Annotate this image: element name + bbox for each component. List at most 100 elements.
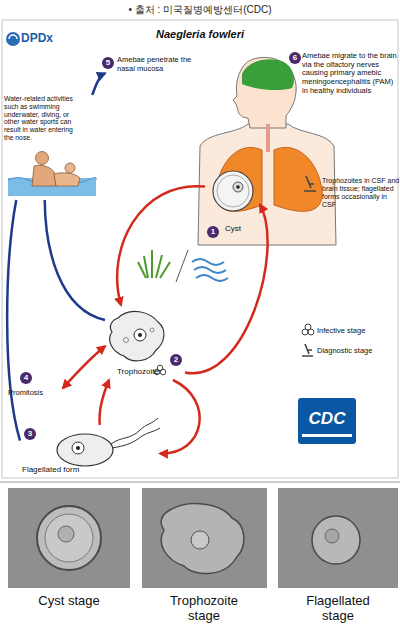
stage-node: Promitosis bbox=[8, 388, 63, 402]
cyst-drawing bbox=[217, 175, 249, 207]
cycle-arrow bbox=[63, 346, 105, 388]
trophozoite-drawing bbox=[110, 311, 164, 360]
node-text: Cyst stage bbox=[34, 594, 104, 609]
node-text: Trophozoite stage bbox=[159, 594, 249, 624]
swimmer-illustration bbox=[65, 163, 75, 173]
divider-line bbox=[0, 482, 400, 483]
trachea bbox=[266, 124, 270, 152]
cycle-arrow bbox=[45, 200, 105, 320]
swimmer-illustration bbox=[54, 173, 80, 186]
flagellated-drawing bbox=[57, 418, 160, 466]
node-text: Water-related activities such as swimmin… bbox=[4, 95, 80, 142]
cycle-arrow bbox=[185, 205, 268, 374]
trophozoite-drawing bbox=[110, 311, 164, 360]
swimmer-illustration bbox=[36, 152, 49, 165]
microscope-icon bbox=[304, 176, 316, 191]
callout-number: 2 bbox=[170, 354, 182, 366]
flagellated-drawing bbox=[112, 428, 160, 448]
node-text: Cyst bbox=[225, 224, 260, 233]
legend-biohazard-icon bbox=[308, 329, 314, 335]
cdc-logo bbox=[298, 398, 356, 444]
cyst-photo bbox=[37, 506, 101, 570]
trophozoite-drawing bbox=[134, 329, 146, 341]
callout-number: 4 bbox=[20, 372, 32, 384]
trophozoite-drawing bbox=[150, 328, 154, 332]
cycle-arrow bbox=[92, 73, 105, 95]
photo-panel: Trophozoite stage bbox=[142, 488, 267, 628]
flagellated-drawing bbox=[111, 418, 158, 444]
flagellated-photo bbox=[312, 516, 360, 564]
cyst-photo bbox=[58, 526, 74, 542]
logo-text: CDC bbox=[298, 409, 356, 429]
trophozoite-drawing bbox=[124, 338, 129, 343]
cdc-logo bbox=[298, 398, 356, 444]
swimmer-illustration bbox=[32, 165, 56, 186]
legend-microscope-icon bbox=[302, 344, 313, 356]
human-figure bbox=[198, 124, 336, 245]
cyst-photo bbox=[8, 488, 130, 588]
photo-panel: Flagellated stage bbox=[278, 488, 398, 628]
stage-node: Trophozoite bbox=[105, 305, 185, 380]
cycle-arrow bbox=[7, 200, 20, 441]
node-text: Flagellated form bbox=[22, 465, 112, 474]
legend-biohazard-icon bbox=[302, 324, 314, 335]
dpdx-logo-icon bbox=[6, 32, 20, 46]
lung bbox=[274, 147, 322, 211]
dpdx-logo-icon bbox=[6, 32, 20, 46]
trophozoite-photo bbox=[142, 488, 267, 588]
flagellated-drawing bbox=[72, 442, 84, 454]
cyst-drawing bbox=[236, 185, 240, 189]
callout-number: 3 bbox=[24, 428, 36, 440]
cyst-drawing bbox=[213, 171, 253, 211]
flagellated-drawing bbox=[76, 446, 80, 450]
legend-text: Infective stage bbox=[317, 327, 365, 336]
photo-panel: Cyst stage bbox=[8, 488, 130, 628]
stage-node: Flagellated form bbox=[20, 425, 160, 477]
cyst-drawing bbox=[233, 182, 243, 192]
cdc-logo bbox=[302, 434, 352, 437]
trophozoite-drawing bbox=[138, 333, 142, 337]
node-text: Promitosis bbox=[8, 389, 63, 398]
cycle-arrow bbox=[99, 380, 109, 425]
cycle-arrow bbox=[117, 186, 205, 305]
callout-number: 5 bbox=[102, 57, 114, 69]
brain bbox=[242, 59, 294, 90]
node-text: Flagellated stage bbox=[293, 594, 383, 624]
flagellated-photo bbox=[278, 488, 398, 588]
host-node: Amebae penetrate the nasal mucosaAmebae … bbox=[105, 50, 335, 245]
environment-illustration bbox=[138, 250, 170, 278]
node-text: Amebae migrate to the brain via the olfa… bbox=[302, 52, 400, 95]
cyst-photo bbox=[8, 488, 130, 588]
human-figure bbox=[233, 57, 296, 128]
cyst-photo bbox=[45, 514, 93, 562]
legend-biohazard-icon bbox=[302, 329, 308, 335]
microscope-icon bbox=[304, 176, 316, 191]
trophozoite-photo bbox=[142, 488, 267, 588]
flagellated-photo bbox=[278, 488, 398, 588]
swimmer-illustration bbox=[8, 152, 96, 197]
cyst-drawing bbox=[213, 171, 253, 211]
node-text: Amebae penetrate the nasal mucosa bbox=[117, 56, 209, 73]
environment-illustration bbox=[176, 250, 188, 282]
trophozoite-photo bbox=[191, 531, 209, 549]
environment-illustration bbox=[192, 259, 228, 281]
source-note: • 출처 : 미국질병예방센터(CDC) bbox=[0, 4, 400, 16]
flagellated-drawing bbox=[57, 434, 113, 466]
logo-text: DPDx bbox=[21, 32, 53, 46]
trophozoite-photo bbox=[161, 504, 244, 574]
environment-illustration bbox=[138, 250, 228, 282]
exposure-node: Water-related activities such as swimmin… bbox=[2, 95, 97, 200]
callout-number: 1 bbox=[207, 226, 219, 238]
biohazard-icon bbox=[160, 369, 166, 375]
flagellated-photo bbox=[325, 529, 339, 543]
legend-microscope-icon bbox=[302, 344, 313, 356]
diagram-title: Naegleria fowleri bbox=[120, 28, 280, 41]
node-text: Trophozoite bbox=[117, 367, 177, 376]
dpdx-logo-icon bbox=[9, 35, 17, 39]
callout-number: 6 bbox=[289, 52, 301, 64]
node-text: Trophozoites in CSF and brain tissue; fl… bbox=[322, 177, 400, 209]
legend-text: Diagnostic stage bbox=[317, 347, 372, 356]
